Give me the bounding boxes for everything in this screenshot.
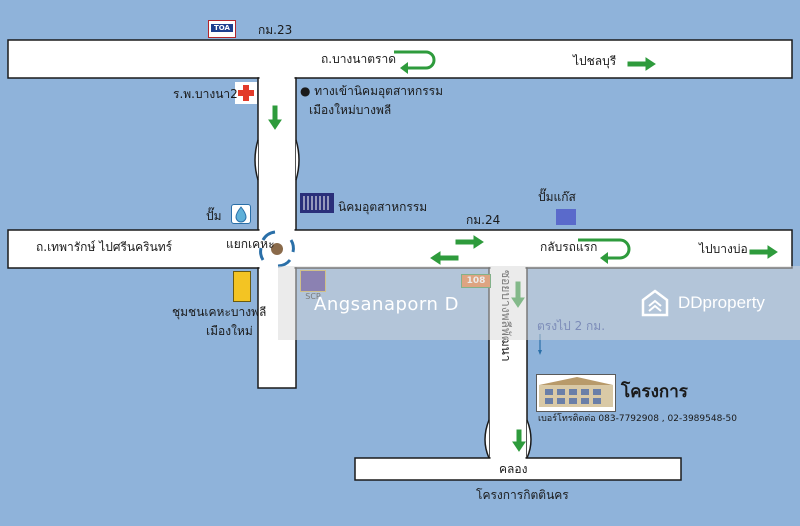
- direction-arrow-icon: [455, 235, 484, 249]
- project-label: โครงการ: [621, 382, 688, 402]
- km23-label: กม.23: [258, 23, 293, 37]
- hospital-cross-icon: [235, 82, 257, 104]
- u-turn-arrow-icon: [578, 238, 631, 260]
- u-turn-arrow-icon: [394, 50, 436, 70]
- new-town-label: เมืองใหม่บางพลี: [309, 103, 392, 117]
- community-marker: [233, 271, 251, 302]
- road-bang-na-trat: [7, 39, 793, 79]
- gas-station-icon: [231, 204, 251, 224]
- to-bang-bo-label: ไปบางบ่อ: [699, 242, 748, 256]
- project-building-icon: [536, 374, 616, 412]
- ddproperty-text: DDproperty: [678, 293, 765, 312]
- direction-arrow-icon: [627, 57, 656, 71]
- phone-label: เบอร์โทรติดต่อ 083-7792908 , 02-3989548-…: [538, 414, 738, 424]
- agent-watermark: Angsanaporn D: [314, 294, 460, 315]
- bang-na-trat-label: ถ.บางนาตราด: [321, 52, 397, 66]
- ddproperty-logo-icon: [641, 289, 669, 317]
- gas-pump-box: [556, 209, 576, 225]
- direction-arrow-icon: [268, 105, 282, 130]
- direction-arrow-icon: [749, 245, 778, 259]
- direction-arrow-icon: [512, 429, 526, 452]
- khae-kha-junction-label: แยกเคหะ: [226, 237, 275, 251]
- km24-label: กม.24: [466, 213, 501, 227]
- gas-pump-label: ปั๊มแก๊ส: [538, 190, 576, 204]
- project-name-label: โครงการกิตตินคร: [476, 488, 569, 502]
- hospital-label: ร.พ.บางนา2: [173, 87, 238, 101]
- industrial-estate-label: นิคมอุตสาหกรรม: [338, 200, 428, 214]
- gas-station-label: ปั๊ม: [206, 209, 222, 223]
- road-thepharak: [7, 229, 793, 269]
- u-turn-label: กลับรถแรก: [540, 240, 598, 254]
- ddproperty-watermark: DDproperty: [640, 288, 765, 318]
- community-label: ชุมชนเคหะบางพลี: [172, 305, 267, 319]
- to-chonburi-label: ไปชลบุรี: [573, 54, 617, 68]
- roundabout-icon: [259, 230, 295, 268]
- canal-label: คลอง: [499, 462, 528, 476]
- estate-entrance-label: ● ทางเข้านิคมอุตสาหกรรม: [300, 84, 444, 98]
- direction-arrow-icon: [430, 251, 459, 265]
- road-north-connector: [257, 77, 297, 231]
- thepharak-road-label: ถ.เทพารักษ์ ไปศรีนครินทร์: [36, 240, 173, 254]
- toa-logo: TOA: [208, 20, 236, 38]
- watermark-band: [278, 266, 800, 340]
- community-town-label: เมืองใหม่: [206, 324, 253, 338]
